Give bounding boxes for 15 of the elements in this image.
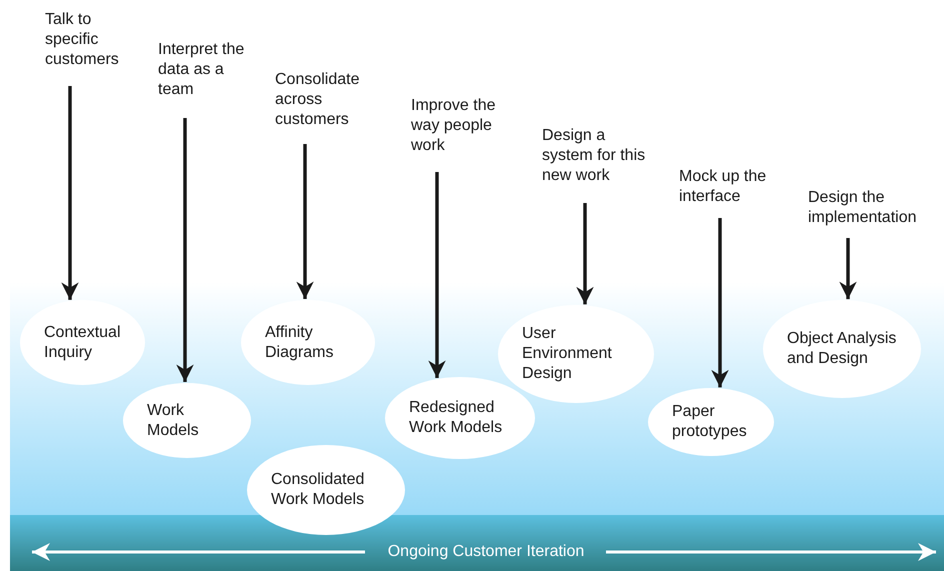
arrow	[428, 172, 446, 378]
step-text: Design a system for this new work	[542, 126, 654, 186]
arrow	[61, 86, 79, 300]
step-text: Interpret the data as a team	[158, 40, 248, 100]
step-text: Talk to specific customers	[45, 10, 135, 70]
arrow	[576, 203, 594, 304]
step-text: Consolidate across customers	[275, 70, 375, 130]
iteration-label: Ongoing Customer Iteration	[386, 542, 586, 562]
step-text: Design the implementation	[808, 188, 933, 228]
arrow	[176, 118, 194, 382]
arrow	[839, 238, 857, 300]
step-text: Mock up the interface	[679, 167, 779, 207]
arrow	[711, 218, 729, 388]
arrow	[296, 144, 314, 300]
step-text: Improve the way people work	[411, 96, 511, 156]
